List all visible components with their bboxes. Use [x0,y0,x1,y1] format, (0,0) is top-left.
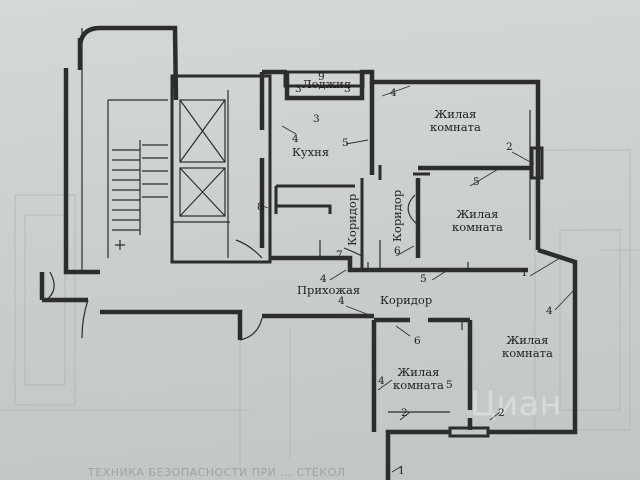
callout-number: 8 [257,201,264,213]
room-label-hallway: Прихожая [297,283,361,297]
callout-number: 3 [313,113,320,125]
stairwell-block [63,25,272,275]
apartment-walls [259,69,578,480]
callout-number: 9 [318,71,325,83]
callout-number: 4 [338,295,345,307]
room-label-loggia: Лоджия [302,77,352,91]
inner-partitions [274,165,469,330]
stair-steps [112,140,168,250]
callout-number: 4 [378,375,385,387]
callout-number: 2 [401,407,408,419]
room-label-corridor-1: Коридор [345,193,359,246]
callout-number: 2 [506,141,513,153]
callout-number: 6 [394,245,401,257]
room-label-corridor-2: Коридор [390,189,404,242]
callout-number: 5 [342,137,349,149]
callout-number: 4 [292,133,299,145]
callout-number: 4 [546,305,553,317]
room-label-living-1-line-2: комната [430,120,481,134]
room-label-living-1: Жилая комната [430,108,481,134]
callout-number: 5 [446,379,453,391]
callout-number: 4 [390,87,397,99]
room-label-living-2: Жилая комната [452,208,503,234]
room-label-living-4: Жилая комната [393,366,444,392]
callout-number: 1 [398,465,405,477]
callout-number: 5 [420,273,427,285]
room-label-kitchen: Кухня [292,145,330,159]
room-label-living-2-line-2: комната [452,220,503,234]
leader-lines [259,85,575,473]
entrance-lobby [39,271,340,341]
callout-number: 3 [295,83,302,95]
elevator-shafts [170,74,272,264]
room-label-living-4-line-1: Жилая [397,365,440,379]
room-label-living-4-line-2: комната [393,378,444,392]
callout-number: 1 [521,267,528,279]
background-caption: ТЕХНИКА БЕЗОПАСНОСТИ ПРИ ... СТЕКОЛ [88,466,346,479]
callout-number: 5 [473,176,480,188]
room-label-corridor-3: Коридор [380,293,433,307]
callout-number: 4 [320,273,327,285]
room-label-living-3-line-2: комната [502,346,553,360]
room-label-living-3: Жилая комната [502,334,553,360]
callout-number: 2 [498,407,505,419]
callout-number: 6 [414,335,421,347]
background-ghost-lines [0,149,640,470]
callout-number: 7 [336,249,343,261]
room-label-living-2-line-1: Жилая [456,207,499,221]
watermark-text: Циан [470,384,562,424]
room-label-living-3-line-1: Жилая [506,333,549,347]
room-label-living-1-line-1: Жилая [434,107,477,121]
callout-number: 3 [344,83,351,95]
